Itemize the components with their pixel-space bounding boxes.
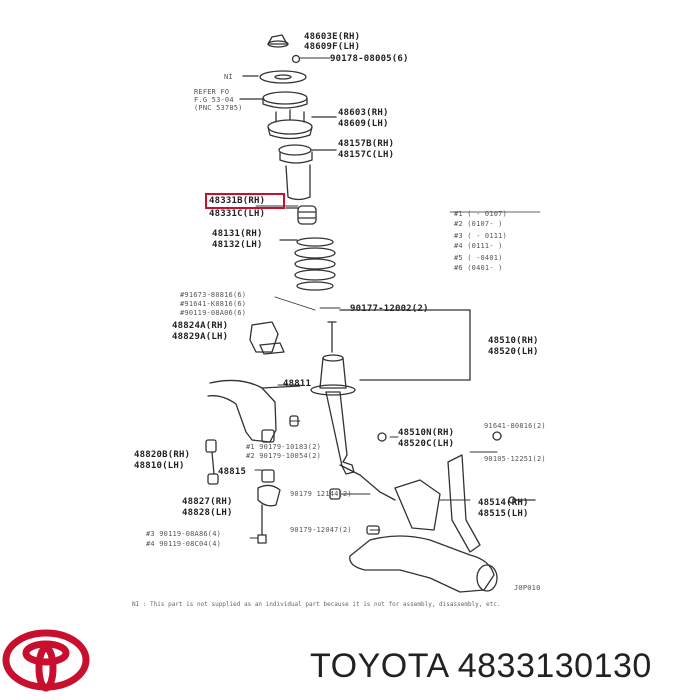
label-48157c: 48157C(LH) xyxy=(338,150,395,160)
label-48603: 48603(RH) xyxy=(338,108,389,118)
label-48827: 48827(RH) xyxy=(182,497,233,507)
brand-part-number: TOYOTA 4833130130 xyxy=(310,647,652,685)
label-48603e: 48603E(RH) xyxy=(304,32,361,42)
bump-stopper-part xyxy=(285,205,317,225)
stabilizer-bar-part xyxy=(207,379,301,443)
suspension-support-part xyxy=(267,109,337,140)
note-5: #5 ( -0401) xyxy=(454,254,503,262)
stabilizer-bushing-part xyxy=(249,321,285,355)
label-48824a: 48824A(RH) xyxy=(172,321,229,331)
label-90177: 90177-12002(2) xyxy=(350,304,429,314)
label-90179d: 90179-12047(2) xyxy=(290,526,352,534)
shock-absorber-part xyxy=(310,309,471,475)
label-90179c: 90179 12144(2) xyxy=(290,490,352,498)
label-48520c: 48520C(LH) xyxy=(398,439,455,449)
label-48815: 48815 xyxy=(218,467,247,477)
label-48331c: 48331C(LH) xyxy=(209,209,266,219)
label-48811: 48811 xyxy=(283,379,312,389)
highlight-box xyxy=(205,193,285,209)
label-90179b: #2 90179-10054(2) xyxy=(246,452,322,460)
label-90178: 90178-08005(6) xyxy=(330,54,409,64)
label-48515: 48515(LH) xyxy=(478,509,529,519)
stabilizer-link-part xyxy=(205,439,219,485)
bearing-part xyxy=(239,91,308,109)
label-48609: 48609(LH) xyxy=(338,119,389,129)
note-3: #3 ( - 0111) xyxy=(454,232,507,240)
label-fig: F.G 53-04 xyxy=(194,96,234,104)
label-90119c: #4 90119-08C04(4) xyxy=(146,540,222,548)
label-48829a: 48829A(LH) xyxy=(172,332,229,342)
label-code: J0P010 xyxy=(514,584,541,592)
suspension-exploded-diagram xyxy=(205,34,541,593)
label-48510n: 48510N(RH) xyxy=(398,428,455,438)
label-91673: #91673-80816(6) xyxy=(180,291,247,299)
upper-cap-part xyxy=(267,34,289,48)
label-ni: NI xyxy=(224,73,233,81)
label-48820b: 48820B(RH) xyxy=(134,450,191,460)
label-48157b: 48157B(RH) xyxy=(338,139,395,149)
label-pnc: (PNC 53785) xyxy=(194,104,243,112)
label-48828: 48828(LH) xyxy=(182,508,233,518)
label-90119b: #3 90119-08A86(4) xyxy=(146,530,222,538)
note-2: #2 (0107- ) xyxy=(454,220,503,228)
leader-lines xyxy=(249,57,498,539)
label-90119a: #90119-08A06(6) xyxy=(180,309,247,317)
footnote-text: NI : This part is not supplied as an ind… xyxy=(132,601,501,608)
label-48131: 48131(RH) xyxy=(212,229,263,239)
note-6: #6 (0401- ) xyxy=(454,264,503,272)
label-90179a: #1 90179-10183(2) xyxy=(246,443,322,451)
lower-bushing-part xyxy=(257,469,281,544)
upper-washer-part xyxy=(242,54,307,84)
label-48331b: 48331B(RH) xyxy=(209,196,266,206)
label-90105: 90105-12251(2) xyxy=(484,455,546,463)
note-4: #4 (0111- ) xyxy=(454,242,503,250)
label-48132: 48132(LH) xyxy=(212,240,263,250)
toyota-logo xyxy=(2,629,90,692)
label-48514: 48514(RH) xyxy=(478,498,529,508)
coil-spring-part xyxy=(279,237,336,291)
label-48520: 48520(LH) xyxy=(488,347,539,357)
label-48810: 48810(LH) xyxy=(134,461,185,471)
label-91641: #91641-K0816(6) xyxy=(180,300,247,308)
label-48510: 48510(RH) xyxy=(488,336,539,346)
label-91641b: 91641-80816(2) xyxy=(484,422,546,430)
lower-arm-part xyxy=(339,454,498,593)
label-refer: REFER FO xyxy=(194,88,230,96)
dust-boot-part xyxy=(278,144,337,201)
note-1: #1 ( - 0107) xyxy=(454,210,507,218)
label-48609f: 48609F(LH) xyxy=(304,42,361,52)
